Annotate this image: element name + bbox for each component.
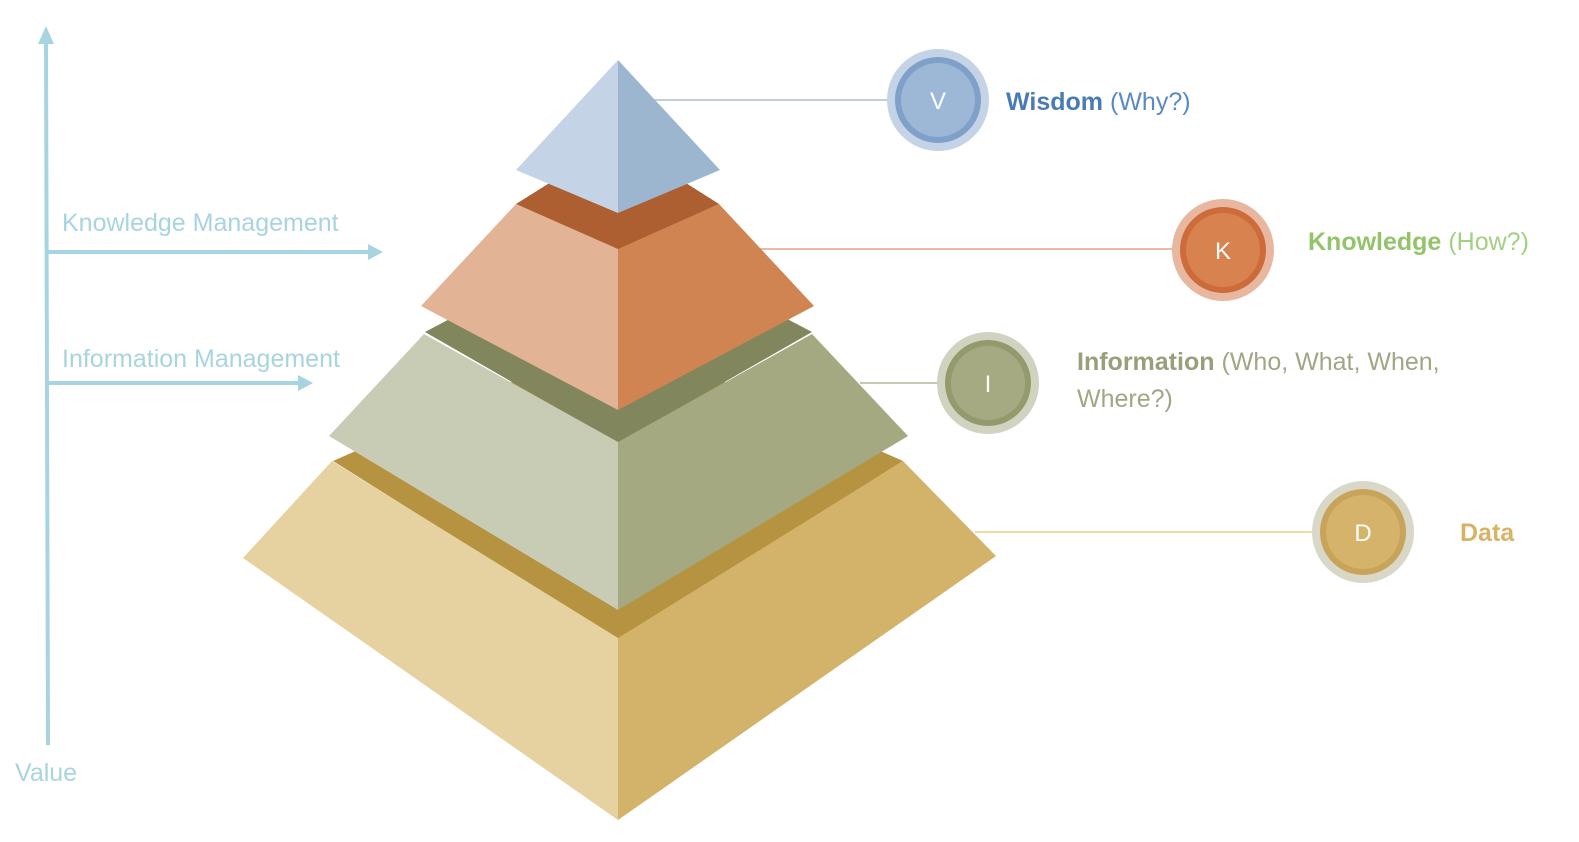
- information-badge-letter: I: [985, 371, 992, 398]
- knowledge-badge-inner: [1186, 213, 1260, 287]
- value-axis: Value Knowledge Management Information M…: [15, 26, 383, 787]
- wisdom-label-text: Wisdom(Why?): [1006, 88, 1191, 116]
- value-axis-line: [44, 37, 50, 746]
- knowledge-title: Knowledge: [1308, 228, 1441, 256]
- data-badge: D: [1312, 481, 1414, 583]
- information-layer-right-face: [618, 334, 908, 610]
- knowledge-label-text: Knowledge(How?): [1308, 228, 1529, 256]
- data-layer-left-face: [243, 461, 618, 820]
- knowledge-badge-letter: K: [1215, 238, 1231, 265]
- data-title: Data: [1460, 519, 1515, 547]
- knowledge-layer-left-face: [421, 204, 618, 410]
- knowledge-layer-right-face: [618, 204, 814, 410]
- data-label: Data: [1460, 519, 1515, 547]
- information-management-label: Information Management: [62, 345, 340, 373]
- value-axis-label: Value: [15, 759, 77, 787]
- information-question-line1: (Who, What, When,: [1222, 348, 1440, 376]
- data-layer-right-face: [618, 461, 996, 820]
- information-management-arrowhead: [298, 375, 313, 391]
- information-layer-left-face: [329, 334, 618, 610]
- knowledge-question: (How?): [1448, 228, 1529, 256]
- information-label: Information(Who, What, When, Where?): [1077, 348, 1440, 413]
- wisdom-layer-left-face: [516, 60, 618, 213]
- wisdom-question: (Why?): [1110, 88, 1191, 116]
- connector-lines: [650, 99, 1316, 533]
- data-badge-inner: [1326, 495, 1400, 569]
- information-label-line1: Information(Who, What, When,: [1077, 348, 1440, 376]
- knowledge-management-label: Knowledge Management: [62, 209, 339, 237]
- knowledge-label: Knowledge(How?): [1308, 228, 1529, 256]
- information-title: Information: [1077, 348, 1215, 376]
- knowledge-badge: K: [1172, 199, 1274, 301]
- data-badge-letter: D: [1354, 520, 1371, 547]
- wisdom-layer-right-face: [618, 60, 720, 213]
- information-badge-inner: [951, 346, 1025, 420]
- wisdom-badge: V: [887, 49, 989, 151]
- wisdom-title: Wisdom: [1006, 88, 1103, 116]
- knowledge-management-arrowhead: [368, 244, 383, 260]
- wisdom-layer: [516, 60, 720, 213]
- wisdom-badge-letter: V: [930, 88, 946, 115]
- wisdom-badge-inner: [901, 63, 975, 137]
- information-badge: I: [937, 332, 1039, 434]
- wisdom-label: Wisdom(Why?): [1006, 88, 1191, 116]
- information-question-line2: Where?): [1077, 385, 1173, 413]
- value-axis-arrowhead: [38, 26, 54, 44]
